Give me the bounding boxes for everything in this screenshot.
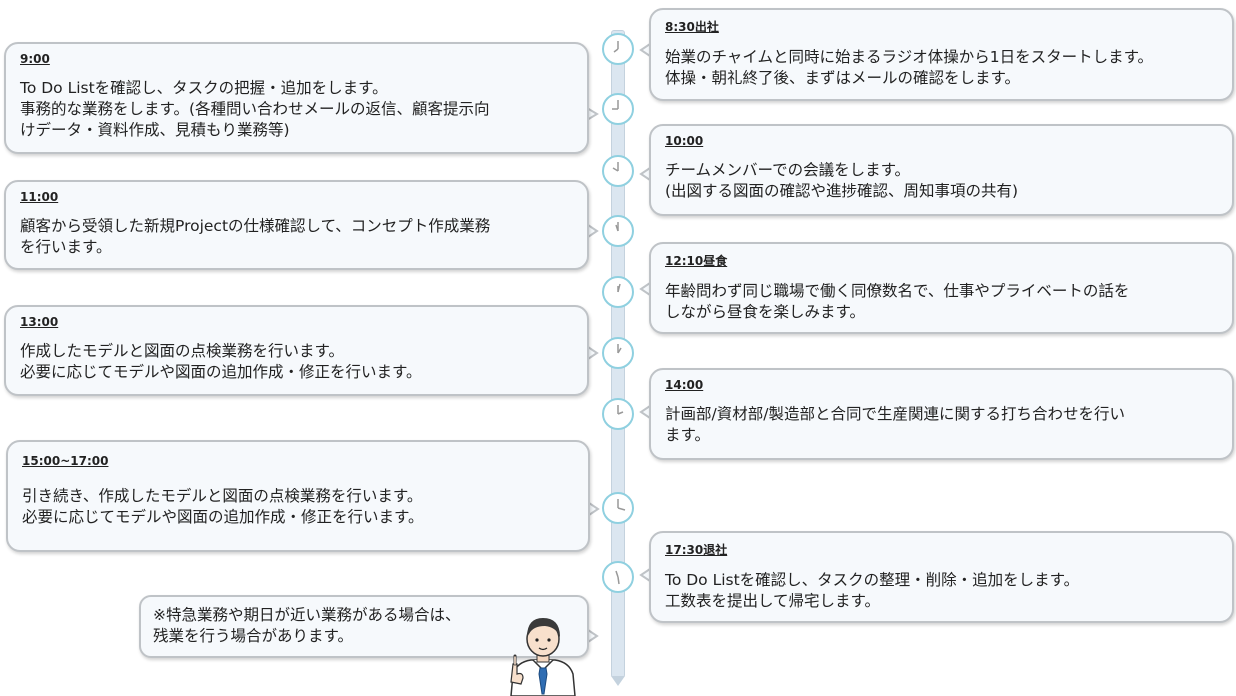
entry-time: 10:00 <box>665 134 704 148</box>
entry-text: を行います。 <box>20 238 112 256</box>
entry-text: 引き続き、作成したモデルと図面の点検業務を行います。 <box>22 487 423 505</box>
entry-text: To Do Listを確認し、タスクの整理・削除・追加をします。 <box>665 571 1080 589</box>
clock-icon <box>602 215 634 247</box>
entry-text: 年齢問わず同じ職場で働く同僚数名で、仕事やプライベートの話を <box>665 282 1130 300</box>
entry-time: 15:00~17:00 <box>22 454 109 468</box>
entry-text: 作成したモデルと図面の点検業務を行います。 <box>20 342 344 360</box>
note-text: 残業を行う場合があります。 <box>153 627 353 645</box>
entry-text: けデータ・資料作成、見積もり業務等) <box>20 121 290 139</box>
schedule-entry-1100: 11:00 顧客から受領した新規Projectの仕様確認して、コンセプト作成業務… <box>4 180 589 270</box>
entry-time: 13:00 <box>20 315 59 329</box>
entry-text: 必要に応じてモデルや図面の追加作成・修正を行います。 <box>22 508 424 526</box>
schedule-entry-1000: 10:00 チームメンバーでの会議をします。 (出図する図面の確認や進捗確認、周… <box>649 124 1234 216</box>
entry-time: 11:00 <box>20 190 59 204</box>
clock-icon <box>602 155 634 187</box>
entry-text: 始業のチャイムと同時に始まるラジオ体操から1日をスタートします。 <box>665 48 1154 66</box>
clock-icon <box>602 276 634 308</box>
clock-icon <box>602 398 634 430</box>
clock-icon <box>602 33 634 65</box>
clock-icon <box>602 337 634 369</box>
businessman-illustration <box>510 618 576 696</box>
entry-text: 体操・朝礼終了後、まずはメールの確認をします。 <box>665 69 1020 87</box>
entry-time: 12:10昼食 <box>665 254 728 268</box>
entry-text: ます。 <box>665 426 710 444</box>
overtime-note: ※特急業務や期日が近い業務がある場合は、 残業を行う場合があります。 <box>139 595 589 658</box>
entry-text: 計画部/資材部/製造部と合同で生産関連に関する打ち合わせを行い <box>665 405 1125 423</box>
clock-icon <box>602 492 634 524</box>
schedule-entry-0830: 8:30出社 始業のチャイムと同時に始まるラジオ体操から1日をスタートします。 … <box>649 8 1234 101</box>
entry-text: チームメンバーでの会議をします。 <box>665 161 911 179</box>
entry-text: しながら昼食を楽しみます。 <box>665 303 865 321</box>
entry-text: 事務的な業務をします。(各種問い合わせメールの返信、顧客提示向 <box>20 100 490 118</box>
entry-text: To Do Listを確認し、タスクの把握・追加をします。 <box>20 79 388 97</box>
entry-text: 顧客から受領した新規Projectの仕様確認して、コンセプト作成業務 <box>20 217 491 235</box>
entry-time: 9:00 <box>20 52 50 66</box>
entry-text: 工数表を提出して帰宅します。 <box>665 592 880 610</box>
entry-time: 17:30退社 <box>665 543 728 557</box>
schedule-entry-0900: 9:00 To Do Listを確認し、タスクの把握・追加をします。 事務的な業… <box>4 42 589 154</box>
schedule-entry-1210: 12:10昼食 年齢問わず同じ職場で働く同僚数名で、仕事やプライベートの話を し… <box>649 242 1234 334</box>
entry-time: 14:00 <box>665 378 704 392</box>
schedule-entry-1300: 13:00 作成したモデルと図面の点検業務を行います。 必要に応じてモデルや図面… <box>4 305 589 396</box>
schedule-entry-1400: 14:00 計画部/資材部/製造部と合同で生産関連に関する打ち合わせを行い ます… <box>649 368 1234 460</box>
schedule-entry-1500-1700: 15:00~17:00 引き続き、作成したモデルと図面の点検業務を行います。 必… <box>6 440 590 552</box>
timeline-arrow-end <box>611 676 625 686</box>
entry-text: 必要に応じてモデルや図面の追加作成・修正を行います。 <box>20 363 422 381</box>
entry-time: 8:30出社 <box>665 20 719 34</box>
schedule-entry-1730: 17:30退社 To Do Listを確認し、タスクの整理・削除・追加をします。… <box>649 531 1234 623</box>
clock-icon <box>602 93 634 125</box>
note-text: ※特急業務や期日が近い業務がある場合は、 <box>153 606 461 624</box>
clock-icon <box>602 561 634 593</box>
entry-text: (出図する図面の確認や進捗確認、周知事項の共有) <box>665 182 1019 200</box>
